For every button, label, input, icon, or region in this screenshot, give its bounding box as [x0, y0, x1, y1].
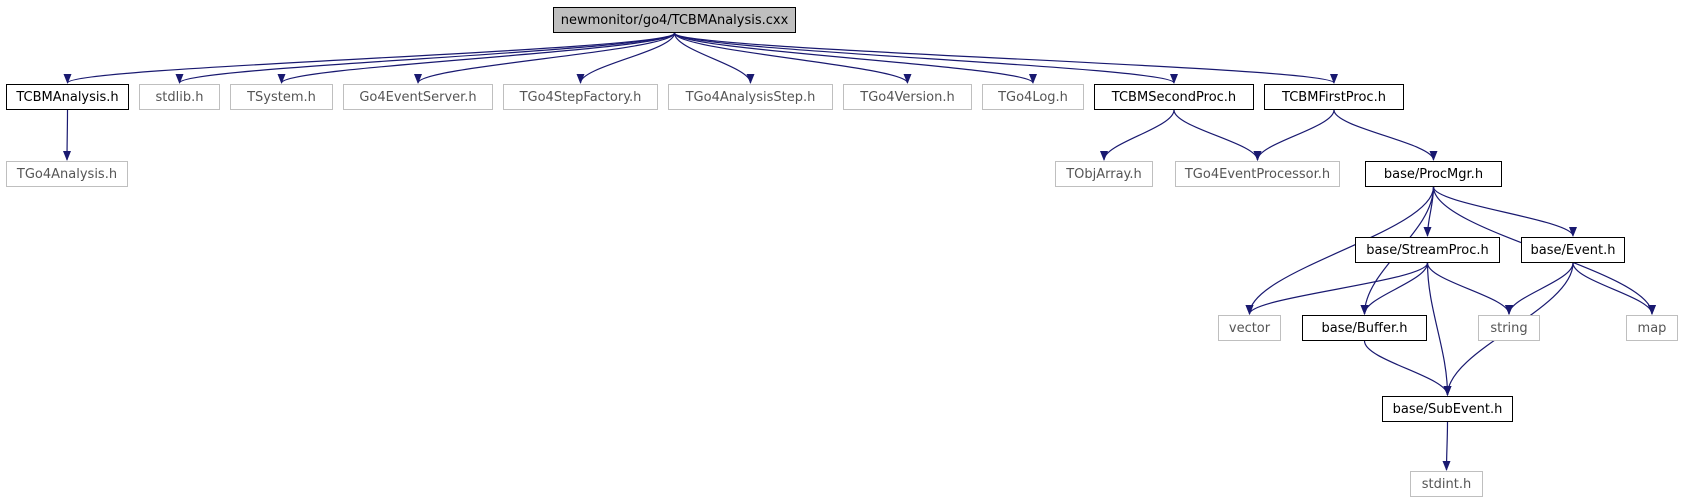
- node-go4eventserver-h[interactable]: Go4EventServer.h: [343, 84, 493, 110]
- edge-root-to-tgo4analysisstep-h: [673, 32, 755, 84]
- node-tgo4eventprocessor-h[interactable]: TGo4EventProcessor.h: [1175, 161, 1340, 187]
- edge-root-to-tcbmfirstproc-h: [673, 32, 1338, 84]
- edge-root-to-tgo4version-h: [673, 32, 912, 84]
- node-subevent-h[interactable]: base/SubEvent.h: [1382, 396, 1513, 422]
- node-stdlib-h[interactable]: stdlib.h: [139, 84, 220, 110]
- edge-root-to-tcbmanalysis-h: [63, 32, 676, 84]
- edge-event-h-to-string: [1505, 262, 1574, 315]
- node-root[interactable]: newmonitor/go4/TCBMAnalysis.cxx: [553, 7, 796, 33]
- edge-root-to-tgo4stepfactory-h: [576, 32, 676, 84]
- edge-procmgr-h-to-streamproc-h: [1423, 186, 1435, 237]
- edge-streamproc-h-to-vector: [1245, 262, 1429, 315]
- node-procmgr-h[interactable]: base/ProcMgr.h: [1365, 161, 1502, 187]
- edge-streamproc-h-to-subevent-h: [1426, 262, 1452, 396]
- edge-buffer-h-to-subevent-h: [1363, 340, 1452, 396]
- node-vector[interactable]: vector: [1218, 315, 1281, 341]
- node-buffer-h[interactable]: base/Buffer.h: [1302, 315, 1427, 341]
- edge-tcbmsecondproc-h-to-tobjarray-h: [1100, 109, 1175, 161]
- node-tgo4analysis-h[interactable]: TGo4Analysis.h: [6, 161, 128, 187]
- edge-tcbmfirstproc-h-to-procmgr-h: [1333, 109, 1438, 161]
- node-string[interactable]: string: [1478, 315, 1540, 341]
- node-event-h[interactable]: base/Event.h: [1521, 237, 1625, 263]
- edge-root-to-tgo4log-h: [673, 32, 1037, 84]
- edge-subevent-h-to-stdint-h: [1442, 421, 1451, 471]
- node-tcbmfirstproc-h[interactable]: TCBMFirstProc.h: [1264, 84, 1404, 110]
- node-tgo4analysisstep-h[interactable]: TGo4AnalysisStep.h: [668, 84, 833, 110]
- edge-event-h-to-map: [1572, 262, 1656, 315]
- node-tgo4stepfactory-h[interactable]: TGo4StepFactory.h: [503, 84, 658, 110]
- edge-procmgr-h-to-event-h: [1432, 186, 1577, 237]
- edge-tcbmanalysis-h-to-tgo4analysis-h: [63, 109, 72, 161]
- edge-root-to-tsystem-h: [277, 32, 676, 84]
- node-tcbmanalysis-h[interactable]: TCBMAnalysis.h: [6, 84, 129, 110]
- edge-root-to-go4eventserver-h: [414, 32, 676, 84]
- node-tgo4version-h[interactable]: TGo4Version.h: [843, 84, 972, 110]
- node-stdint-h[interactable]: stdint.h: [1410, 471, 1483, 497]
- edge-tcbmfirstproc-h-to-tgo4eventprocessor-h: [1253, 109, 1335, 161]
- node-streamproc-h[interactable]: base/StreamProc.h: [1355, 237, 1500, 263]
- edge-streamproc-h-to-buffer-h: [1360, 262, 1429, 315]
- node-tgo4log-h[interactable]: TGo4Log.h: [982, 84, 1084, 110]
- node-tcbmsecondproc-h[interactable]: TCBMSecondProc.h: [1094, 84, 1254, 110]
- edge-root-to-stdlib-h: [175, 32, 676, 84]
- edge-procmgr-h-to-vector: [1245, 186, 1435, 315]
- edge-root-to-tcbmsecondproc-h: [673, 32, 1178, 84]
- node-tsystem-h[interactable]: TSystem.h: [230, 84, 333, 110]
- node-tobjarray-h[interactable]: TObjArray.h: [1055, 161, 1153, 187]
- edge-layer: [63, 32, 1656, 471]
- node-map[interactable]: map: [1626, 315, 1678, 341]
